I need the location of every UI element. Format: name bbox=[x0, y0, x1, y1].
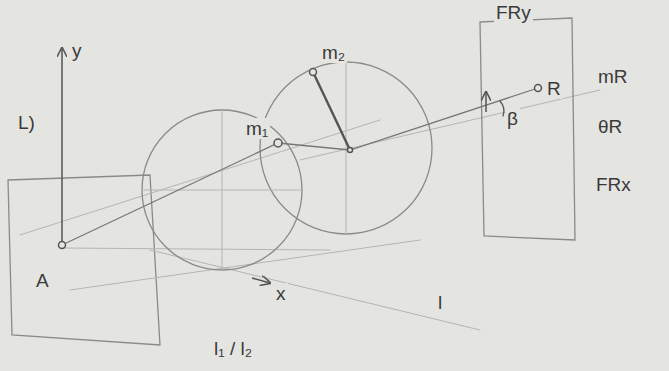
joint-point bbox=[59, 242, 66, 249]
link-line bbox=[62, 88, 538, 245]
mass-point bbox=[535, 85, 542, 92]
sketch-label: FRy bbox=[494, 2, 533, 23]
sketch-label: L) bbox=[16, 112, 37, 133]
sketch-label: FRx bbox=[594, 174, 633, 195]
angle-arc bbox=[500, 101, 504, 116]
sketch-label: A bbox=[34, 270, 51, 291]
force-arrow bbox=[485, 92, 487, 112]
sketch-label: m₂ bbox=[320, 42, 347, 63]
pendulum-rod bbox=[313, 72, 350, 150]
construction-line bbox=[142, 62, 346, 270]
mass-point bbox=[274, 139, 282, 147]
x-arrow bbox=[252, 278, 270, 283]
end-block bbox=[480, 18, 575, 240]
sketch-label: m₁ bbox=[244, 118, 270, 139]
y-axis bbox=[61, 48, 63, 245]
sketch-label: y bbox=[70, 40, 84, 61]
sketch-label: mR bbox=[596, 66, 630, 87]
sketch-label: l bbox=[436, 292, 444, 313]
sketch-label: x bbox=[274, 283, 288, 304]
mass-point bbox=[310, 69, 317, 76]
sketch-label: R bbox=[545, 78, 563, 99]
sketch-label: l₁ / l₂ bbox=[212, 338, 254, 359]
sketch-label: β bbox=[505, 108, 520, 129]
construction-line bbox=[20, 90, 600, 330]
ground-block bbox=[8, 175, 160, 345]
pivot-point bbox=[348, 148, 353, 153]
sketch-label: θR bbox=[596, 116, 624, 137]
